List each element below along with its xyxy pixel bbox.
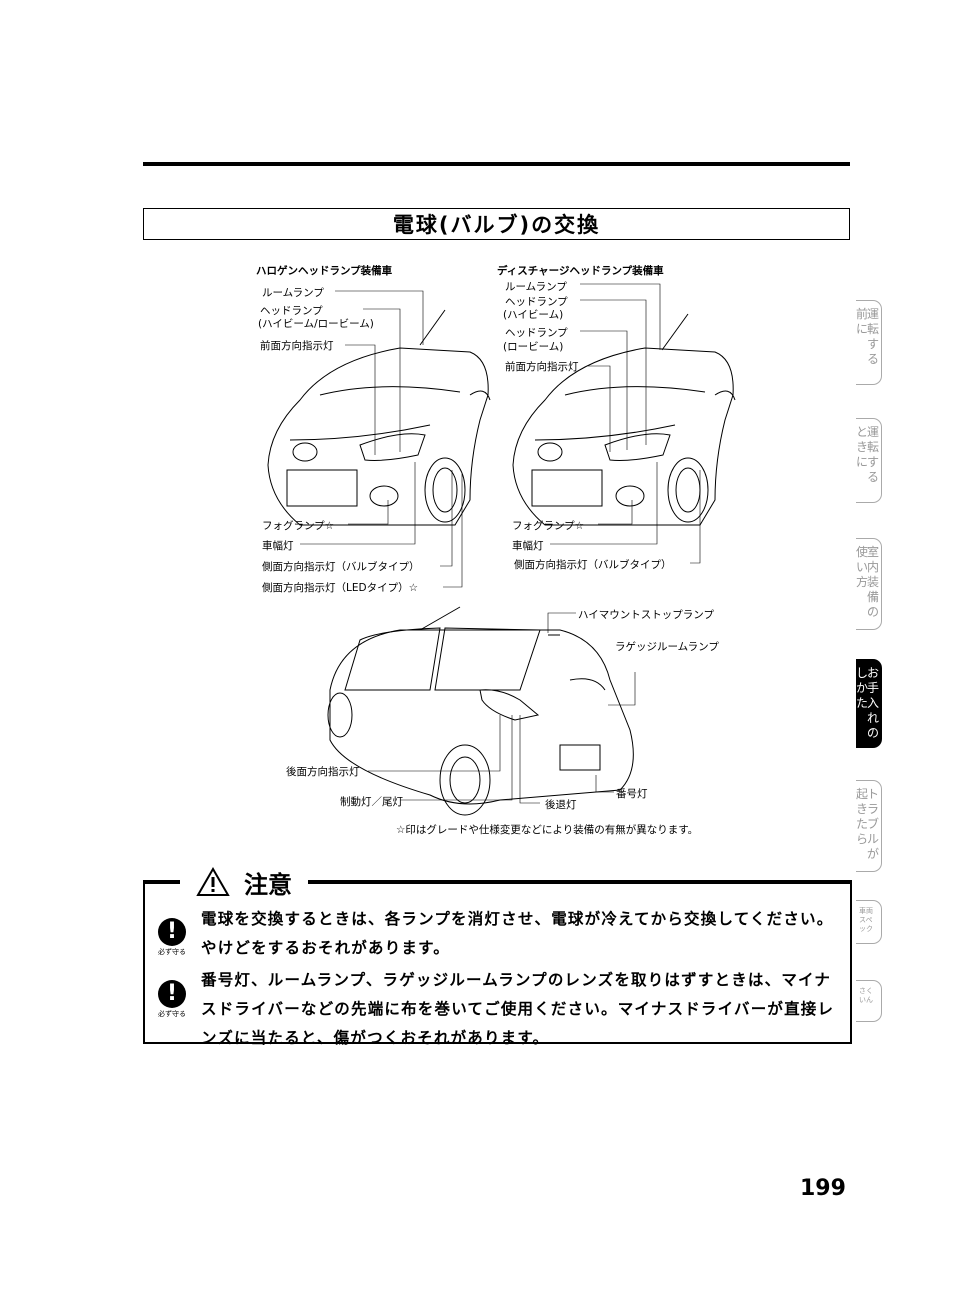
label-high-beam: (ハイビーム) xyxy=(503,309,564,321)
label-headlamp: ヘッドランプ xyxy=(505,296,568,308)
halogen-header: ハロゲンヘッドランプ装備車 xyxy=(256,265,393,277)
equipment-note: ☆印はグレードや仕様変更などにより装備の有無が異なります。 xyxy=(396,824,699,836)
label-high-mount-stop: ハイマウントストップランプ xyxy=(578,609,714,621)
label-position-lamp: 車幅灯 xyxy=(512,540,544,552)
caution-top-bar-right xyxy=(306,880,850,884)
label-luggage-lamp: ラゲッジルームランプ xyxy=(615,641,719,653)
label-reverse-lamp: 後退灯 xyxy=(545,799,577,811)
page-number: 199 xyxy=(800,1176,846,1201)
label-fog-lamp: フォグランプ☆ xyxy=(262,520,335,532)
warning-triangle-icon xyxy=(196,867,230,896)
label-side-turn-bulb: 側面方向指示灯（バルブタイプ） xyxy=(514,559,672,571)
label-front-turn: 前面方向指示灯 xyxy=(260,340,334,352)
page-title: 電球(バルブ)の交換 xyxy=(392,213,601,237)
tab-interior[interactable]: 室内装備の 使い方 xyxy=(856,538,882,630)
label-low-beam: (ロービーム) xyxy=(503,341,564,353)
tab-before-driving[interactable]: 運転する 前に xyxy=(856,300,882,385)
label-room-lamp: ルームランプ xyxy=(262,287,324,299)
front-car-halogen-illustration xyxy=(267,309,491,526)
tab-troubleshooting[interactable]: トラブルが 起きたら xyxy=(856,780,882,872)
tab-index[interactable]: さくいん xyxy=(856,980,882,1022)
tab-maintenance[interactable]: お手入れの しかた xyxy=(856,659,882,748)
caution-item-1: 電球を交換するときは、各ランプを消灯させ、電球が冷えてから交換してください。 や… xyxy=(201,910,834,957)
top-rule xyxy=(143,162,850,166)
caution-item-2: 番号灯、ルームランプ、ラゲッジルームランプのレンズを取りはずすときは、マイナ ス… xyxy=(201,971,835,1047)
must-obey-icon: ! 必ず守る xyxy=(158,980,186,1018)
tab-specifications[interactable]: 車両スペック xyxy=(856,900,882,944)
caution-top-bar-left xyxy=(143,880,183,884)
caution-title: 注意 xyxy=(244,870,292,899)
caution-box xyxy=(143,880,852,1044)
label-headlamp-beam: (ハイビーム/ロービーム) xyxy=(258,318,374,330)
rear-car-illustration xyxy=(327,606,634,816)
label-side-turn-bulb: 側面方向指示灯（バルブタイプ） xyxy=(262,561,420,573)
section-title-box: 電球(バルブ)の交換 xyxy=(143,208,850,240)
label-headlamp: ヘッドランプ xyxy=(505,327,568,339)
label-front-turn: 前面方向指示灯 xyxy=(505,361,579,373)
label-brake-tail: 制動灯／尾灯 xyxy=(340,796,403,808)
label-side-turn-led: 側面方向指示灯（LEDタイプ）☆ xyxy=(262,582,418,594)
front-car-discharge-illustration xyxy=(512,313,736,526)
label-headlamp: ヘッドランプ xyxy=(260,305,323,317)
label-rear-turn: 後面方向指示灯 xyxy=(286,766,360,778)
tab-while-driving[interactable]: 運転する ときに xyxy=(856,418,882,503)
must-obey-icon: ! 必ず守る xyxy=(158,918,186,956)
discharge-header: ディスチャージヘッドランプ装備車 xyxy=(497,265,664,277)
label-position-lamp: 車幅灯 xyxy=(262,540,294,552)
label-license-lamp: 番号灯 xyxy=(616,788,648,800)
label-fog-lamp: フォグランプ☆ xyxy=(512,520,585,532)
label-room-lamp: ルームランプ xyxy=(505,281,567,293)
caution-heading: 注意 xyxy=(180,862,308,902)
